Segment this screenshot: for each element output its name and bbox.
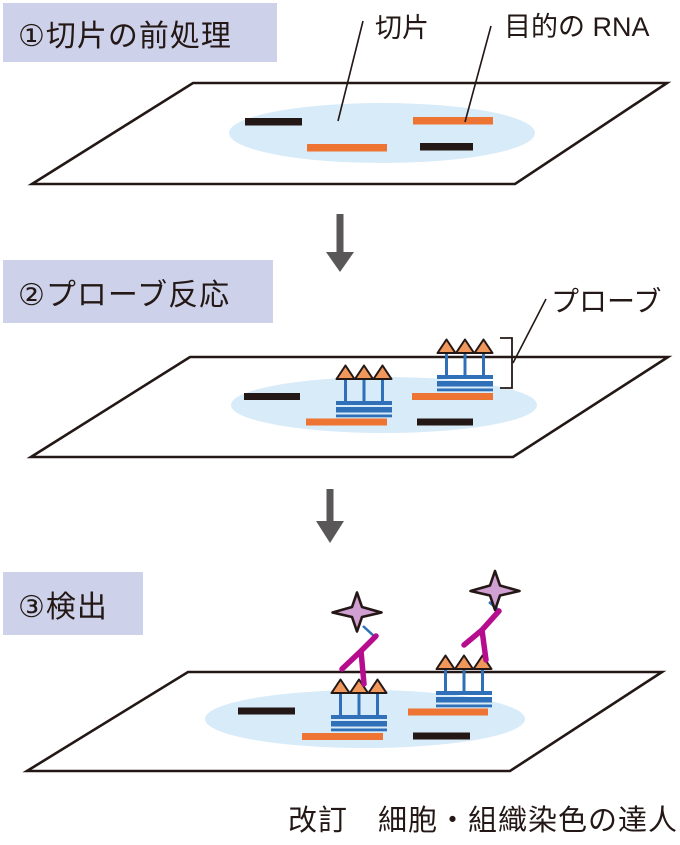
fluorescent-star-icon xyxy=(469,569,521,612)
probe-complex xyxy=(434,654,494,709)
nucleic-acid-bar-black xyxy=(413,732,470,740)
target-rna-bar xyxy=(413,117,493,125)
arrow-head-icon xyxy=(316,521,344,543)
leader-line-probe xyxy=(512,298,547,364)
fluorescent-star-icon xyxy=(331,591,383,633)
target-rna-bar xyxy=(306,418,387,426)
panel-detection xyxy=(22,569,667,773)
label-section: 切片 xyxy=(375,13,429,43)
probe-complex xyxy=(334,364,394,419)
probe-complex xyxy=(435,338,495,393)
nucleic-acid-bar-black xyxy=(238,707,295,715)
target-rna-bar xyxy=(412,393,493,400)
nucleic-acid-bar-black xyxy=(245,118,302,126)
leader-line-section xyxy=(337,20,364,122)
antibody-icon xyxy=(461,608,502,663)
nucleic-acid-bar-black xyxy=(244,393,300,400)
antibody-icon xyxy=(339,633,379,687)
leader-line-target-rna xyxy=(464,25,492,123)
step-header-probe-reaction: ②プローブ反応 xyxy=(3,260,273,323)
step-header-detection: ③検出 xyxy=(3,572,143,635)
step-arrow-1 xyxy=(326,214,354,272)
target-rna-bar xyxy=(302,733,383,740)
nucleic-acid-bar-black xyxy=(417,418,473,426)
panel-pretreatment xyxy=(27,20,672,186)
target-rna-bar xyxy=(307,144,387,152)
step-arrow-2 xyxy=(316,489,344,543)
label-target-rna: 目的の RNA xyxy=(504,12,650,42)
step-header-pretreatment: ①切片の前処理 xyxy=(3,3,277,62)
probe-complex xyxy=(329,678,389,733)
probe-bracket xyxy=(500,337,513,389)
label-probe: プローブ xyxy=(551,286,662,317)
tissue-section-ellipse xyxy=(229,103,535,163)
arrow-shaft xyxy=(336,214,344,253)
arrow-shaft xyxy=(326,489,334,522)
nucleic-acid-bar-black xyxy=(420,143,473,151)
arrow-head-icon xyxy=(326,252,354,272)
panel-probe-reaction xyxy=(26,298,673,459)
figure-caption: 改訂 細胞・組織染色の達人 xyxy=(287,805,678,837)
target-rna-bar xyxy=(408,708,488,716)
